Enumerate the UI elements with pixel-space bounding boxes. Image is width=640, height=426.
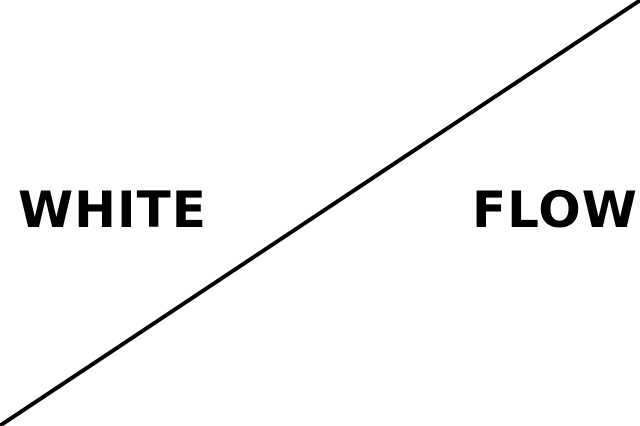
right-word-text: FLOW [472, 181, 638, 239]
left-word-text: WHITE [18, 181, 207, 239]
